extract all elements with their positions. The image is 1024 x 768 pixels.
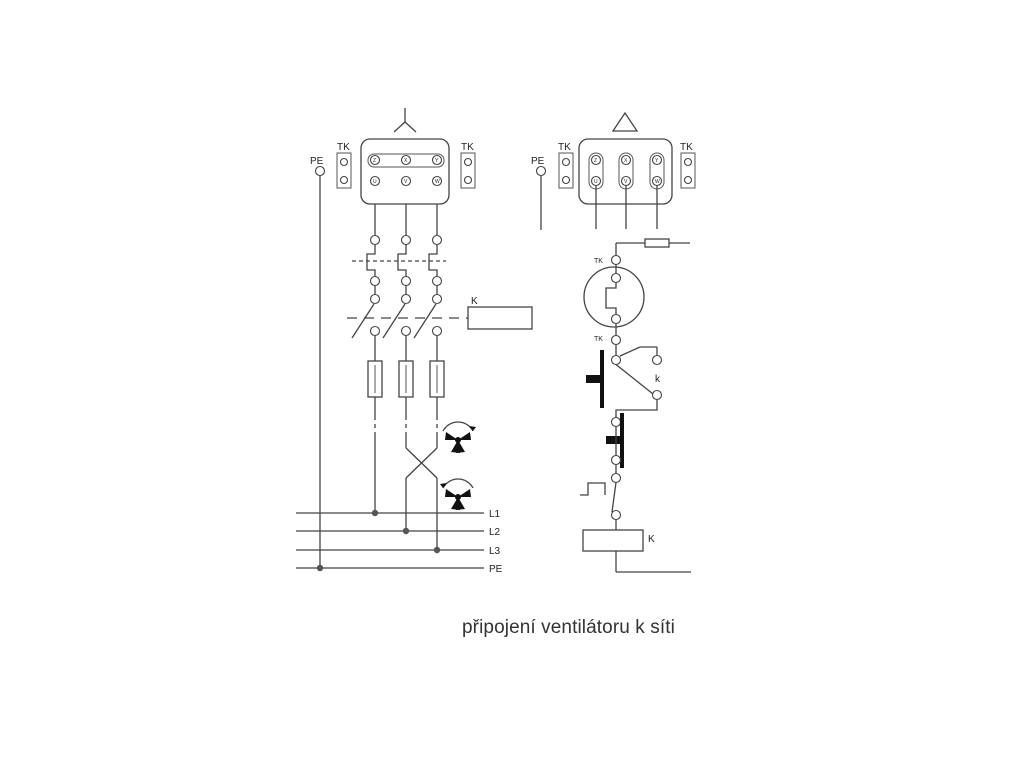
bus-label-l2: L2: [489, 527, 501, 538]
bus-label-pe: PE: [489, 564, 503, 575]
terminal-label-x: X: [624, 158, 628, 164]
terminal-label-v: V: [404, 179, 408, 185]
thermal-overload-relay: [352, 244, 446, 277]
time-relay-contact: [580, 482, 617, 513]
terminal-label-w: W: [655, 179, 660, 185]
terminal-label-y: Y: [435, 158, 439, 164]
triangle-symbol-icon: [611, 111, 639, 132]
tk-terminal-box: [336, 152, 352, 189]
tk-label-right-1: TK: [558, 142, 571, 153]
holding-contact-label: k: [655, 374, 661, 385]
phase-columns: K: [347, 204, 533, 549]
contactor-main-contacts: [347, 303, 468, 339]
motor-thermal-contact: [583, 266, 645, 328]
terminal-label-x: X: [404, 158, 408, 164]
contactor-coil-left: [467, 306, 533, 330]
tk-label-right-2: TK: [680, 142, 693, 153]
star-connection-diagram: PE TK TK Z X Y U V W: [296, 108, 533, 575]
power-bus-bars: [296, 509, 484, 572]
pe-label-left: PE: [310, 156, 324, 167]
control-circuit: TK TK k: [580, 238, 691, 573]
star-symbol-icon: [393, 108, 417, 133]
contactor-label-left: K: [471, 296, 478, 307]
bus-label-l3: L3: [489, 546, 501, 557]
tk-terminal-box: [558, 152, 574, 189]
terminal-label-y: Y: [655, 158, 659, 164]
start-button: [606, 436, 622, 444]
terminal-label-v: V: [624, 179, 628, 185]
bus-label-l1: L1: [489, 509, 501, 520]
control-fuse: [644, 238, 670, 248]
fan-rotation-icon: [442, 421, 476, 453]
diagram-caption: připojení ventilátoru k síti: [462, 617, 675, 638]
pe-label-right: PE: [531, 156, 545, 167]
terminal-label-z: Z: [594, 158, 597, 164]
pe-terminal-right: [535, 165, 547, 177]
pe-terminal-left: [314, 165, 326, 177]
contactor-coil-right: [582, 529, 644, 552]
tk-label-control-top: TK: [594, 258, 603, 265]
terminal-label-u: U: [594, 179, 598, 185]
fan-rotation-icon: [440, 478, 474, 510]
terminal-label-z: Z: [373, 158, 376, 164]
tk-terminal-box: [680, 152, 696, 189]
tk-terminal-box: [460, 152, 476, 189]
fuses: [367, 360, 445, 398]
terminal-label-u: U: [373, 179, 377, 185]
phase-swap-crossing: [405, 447, 438, 549]
motor-terminal-block-star: [360, 138, 450, 205]
tk-label-control-bottom: TK: [594, 336, 603, 343]
contactor-label-right: K: [648, 534, 655, 545]
terminal-label-w: W: [435, 179, 440, 185]
delta-connection-diagram: PE TK TK Z X Y U V W: [531, 111, 696, 573]
tk-label-left-1: TK: [337, 142, 350, 153]
stop-button: [586, 375, 602, 383]
tk-label-left-2: TK: [461, 142, 474, 153]
star-bridge: [367, 153, 445, 168]
